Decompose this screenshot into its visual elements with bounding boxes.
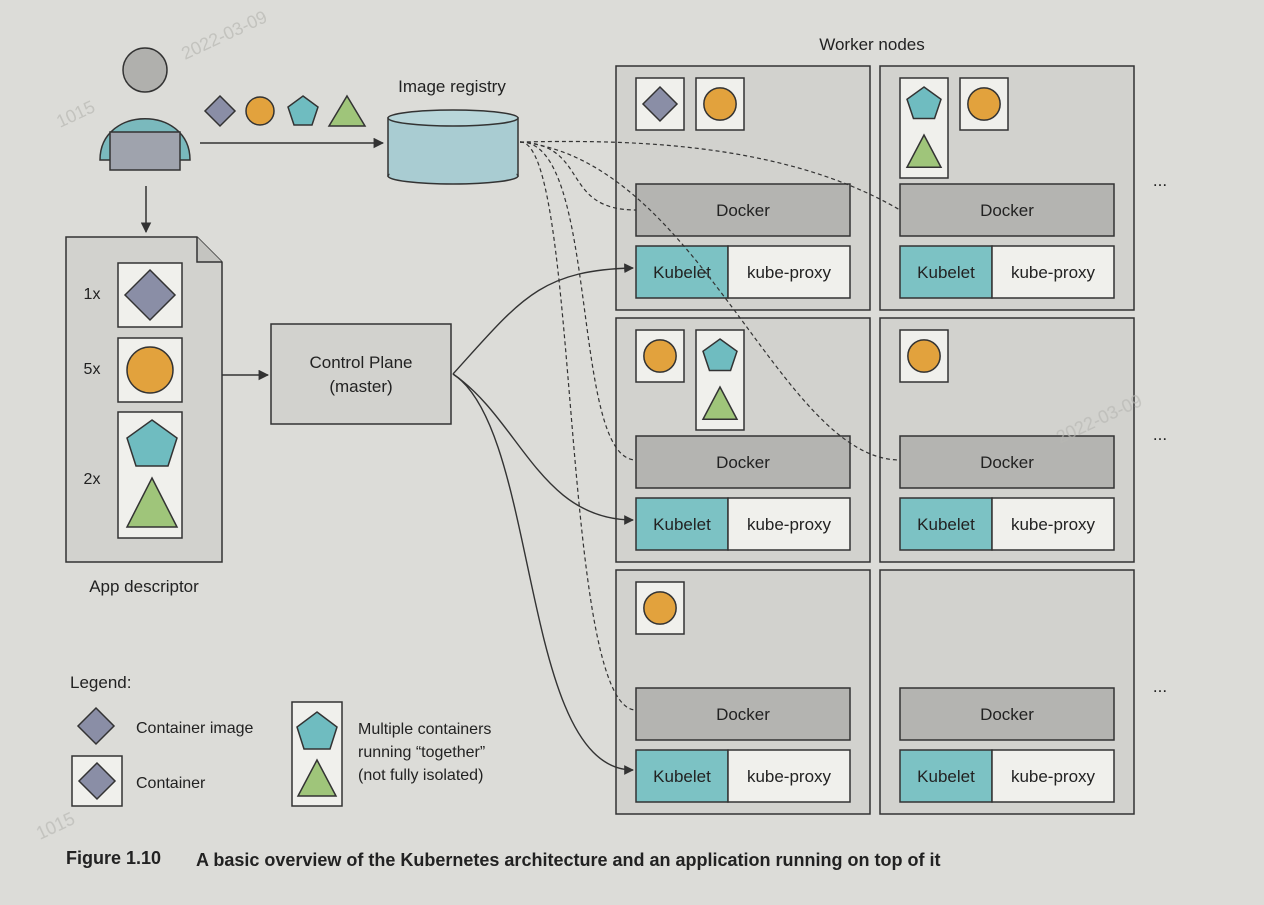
pentagon-icon bbox=[906, 86, 942, 120]
kubelet-box bbox=[635, 497, 729, 551]
circle-icon bbox=[907, 339, 941, 373]
legend-multi-line1: Multiple containers bbox=[358, 721, 491, 738]
descriptor-count-2: 5x bbox=[84, 361, 101, 378]
docker-label: Docker bbox=[716, 201, 770, 220]
triangle-icon bbox=[327, 94, 367, 127]
diamond-icon bbox=[77, 761, 117, 801]
circle-icon bbox=[967, 87, 1001, 121]
kube-proxy-box bbox=[727, 497, 851, 551]
legend-container-image: Container image bbox=[136, 720, 254, 737]
docker-box bbox=[635, 435, 851, 489]
control-arrows bbox=[452, 263, 634, 775]
circle-icon bbox=[643, 339, 677, 373]
image-registry-cylinder bbox=[387, 109, 519, 185]
svg-text:1015: 1015 bbox=[53, 97, 98, 132]
kubelet-label: Kubelet bbox=[653, 515, 711, 534]
docker-label: Docker bbox=[716, 453, 770, 472]
control-plane-title: Control Plane bbox=[309, 353, 412, 372]
kubelet-box bbox=[899, 749, 993, 803]
developer-icon bbox=[99, 47, 191, 171]
kube-proxy-box bbox=[991, 245, 1115, 299]
triangle-icon bbox=[905, 133, 943, 169]
kubelet-label: Kubelet bbox=[917, 515, 975, 534]
figure-number: Figure 1.10 bbox=[66, 848, 161, 868]
kube-proxy-label: kube-proxy bbox=[747, 263, 832, 282]
circle-icon bbox=[245, 96, 275, 126]
kubelet-box bbox=[899, 245, 993, 299]
pentagon-icon bbox=[296, 711, 338, 750]
image-registry-label: Image registry bbox=[398, 77, 506, 96]
ellipsis-row-2: ... bbox=[1153, 425, 1167, 444]
control-plane: Control Plane (master) bbox=[270, 323, 452, 425]
kube-proxy-box bbox=[727, 245, 851, 299]
kubelet-label: Kubelet bbox=[917, 767, 975, 786]
kube-proxy-label: kube-proxy bbox=[1011, 515, 1096, 534]
kube-proxy-label: kube-proxy bbox=[747, 515, 832, 534]
docker-box bbox=[635, 687, 851, 741]
circle-icon bbox=[126, 346, 174, 394]
diamond-icon bbox=[76, 706, 116, 746]
diamond-icon bbox=[641, 85, 679, 123]
circle-icon bbox=[643, 591, 677, 625]
diamond-icon bbox=[203, 94, 237, 128]
docker-box bbox=[635, 183, 851, 237]
legend-multi-line2: running “together” bbox=[358, 744, 485, 761]
kubelet-label: Kubelet bbox=[917, 263, 975, 282]
docker-box bbox=[899, 183, 1115, 237]
kubelet-box bbox=[635, 245, 729, 299]
descriptor-count-1: 1x bbox=[84, 286, 101, 303]
docker-box bbox=[899, 687, 1115, 741]
kube-proxy-box bbox=[991, 497, 1115, 551]
circle-icon bbox=[703, 87, 737, 121]
kube-proxy-box bbox=[991, 749, 1115, 803]
legend-title: Legend: bbox=[70, 673, 131, 692]
app-descriptor-label: App descriptor bbox=[89, 577, 199, 596]
kubelet-label: Kubelet bbox=[653, 263, 711, 282]
svg-text:2022-03-09: 2022-03-09 bbox=[178, 7, 270, 64]
kube-proxy-label: kube-proxy bbox=[1011, 767, 1096, 786]
image-pull-lines bbox=[519, 140, 901, 711]
legend-multi-line3: (not fully isolated) bbox=[358, 767, 483, 784]
kubelet-box bbox=[635, 749, 729, 803]
app-descriptor: 1x 5x 2x bbox=[65, 236, 223, 563]
kube-proxy-box bbox=[727, 749, 851, 803]
diamond-icon bbox=[123, 268, 177, 322]
docker-label: Docker bbox=[980, 453, 1034, 472]
ellipsis-row-3: ... bbox=[1153, 677, 1167, 696]
pentagon-icon bbox=[126, 419, 178, 467]
image-shapes-row bbox=[203, 94, 367, 128]
triangle-icon bbox=[125, 476, 179, 528]
control-plane-subtitle: (master) bbox=[329, 377, 392, 396]
descriptor-count-3: 2x bbox=[84, 471, 101, 488]
docker-label: Docker bbox=[716, 705, 770, 724]
legend-container: Container bbox=[136, 775, 206, 792]
ellipsis-row-1: ... bbox=[1153, 171, 1167, 190]
kubelet-label: Kubelet bbox=[653, 767, 711, 786]
docker-label: Docker bbox=[980, 201, 1034, 220]
legend: Legend: Container image Container Multip… bbox=[70, 673, 491, 807]
kube-proxy-label: kube-proxy bbox=[747, 767, 832, 786]
docker-box bbox=[899, 435, 1115, 489]
kube-proxy-label: kube-proxy bbox=[1011, 263, 1096, 282]
pentagon-icon bbox=[702, 338, 738, 372]
triangle-icon bbox=[296, 758, 338, 797]
pentagon-icon bbox=[287, 95, 319, 126]
figure-caption: A basic overview of the Kubernetes archi… bbox=[196, 850, 940, 870]
worker-nodes-title: Worker nodes bbox=[819, 35, 925, 54]
kubelet-box bbox=[899, 497, 993, 551]
svg-text:1015: 1015 bbox=[33, 809, 78, 844]
triangle-icon bbox=[701, 385, 739, 421]
docker-label: Docker bbox=[980, 705, 1034, 724]
